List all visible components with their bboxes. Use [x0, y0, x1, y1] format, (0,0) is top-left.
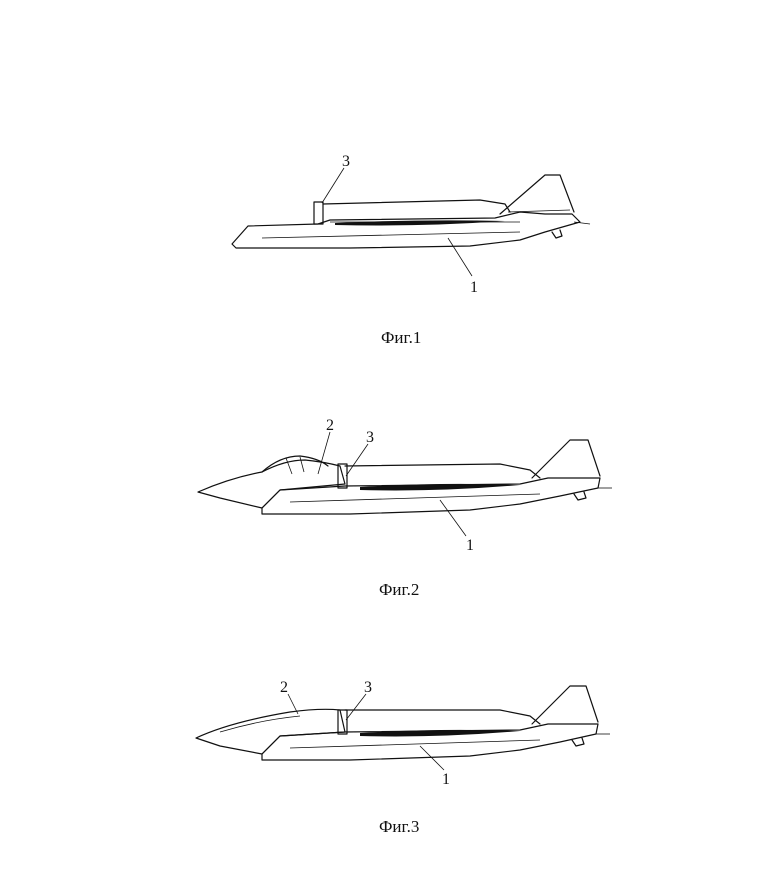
- callout-3: 3: [342, 153, 350, 170]
- callout-1: 1: [470, 279, 478, 296]
- figure-caption: Фиг.2: [379, 580, 419, 599]
- figure-caption: Фиг.3: [379, 817, 419, 836]
- aircraft-drawing-1: [231, 167, 591, 277]
- callout-1: 1: [442, 771, 450, 788]
- figure-caption: Фиг.1: [381, 328, 421, 347]
- figure-2: 2 3 1 Фиг.2: [197, 417, 612, 599]
- figure-1: 3 1 Фиг.1: [231, 153, 591, 347]
- callout-1: 1: [466, 537, 474, 554]
- aircraft-drawing-2: [197, 431, 612, 537]
- figure-3: 2 3 1 Фиг.3: [195, 679, 610, 836]
- callout-3: 3: [364, 679, 372, 696]
- aircraft-drawing-3: [195, 685, 610, 771]
- callout-2: 2: [280, 679, 288, 696]
- callout-3: 3: [366, 429, 374, 446]
- callout-2: 2: [326, 417, 334, 434]
